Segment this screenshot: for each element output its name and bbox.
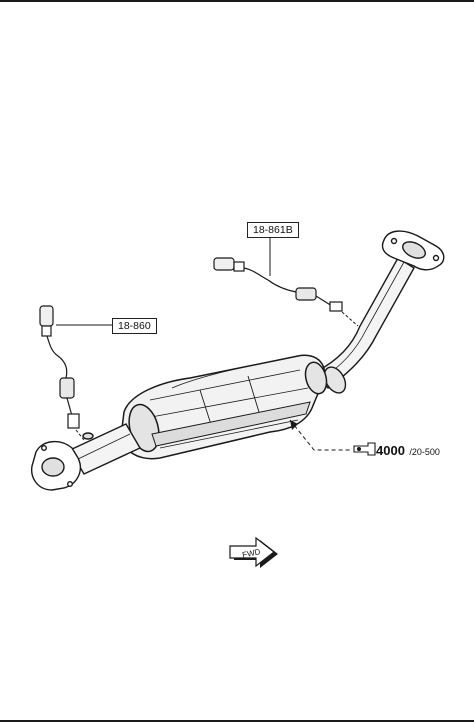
- bottom-border-line: [0, 720, 474, 722]
- torque-leader-line: [289, 419, 352, 451]
- upper-oxygen-sensor: [213, 257, 343, 312]
- lower-sensor-callout: 18-860: [112, 318, 157, 334]
- upper-sensor-install-leader: [341, 311, 359, 327]
- upper-flange: [381, 230, 445, 271]
- upper-sensor-callout-text: 18-861B: [253, 224, 293, 236]
- torque-leader-arrowhead: [290, 420, 298, 430]
- heat-shield: [151, 401, 311, 447]
- top-border-line: [0, 0, 474, 2]
- lower-sensor-callout-text: 18-860: [118, 320, 151, 332]
- forward-direction-arrow: FWD: [229, 536, 278, 568]
- lower-flange: [31, 441, 82, 491]
- lower-oxygen-sensor: [39, 305, 80, 429]
- torque-reference-main: 4000: [376, 443, 405, 458]
- front-pipe: [314, 257, 415, 394]
- upper-sensor-callout: 18-861B: [247, 222, 299, 238]
- torque-reference-sub: /20-500: [409, 447, 440, 457]
- wrench-icon: [353, 442, 376, 456]
- forward-arrow-label: FWD: [241, 547, 261, 560]
- torque-reference: 4000 /20-500: [376, 442, 440, 460]
- lower-sensor-install-leader: [75, 429, 85, 441]
